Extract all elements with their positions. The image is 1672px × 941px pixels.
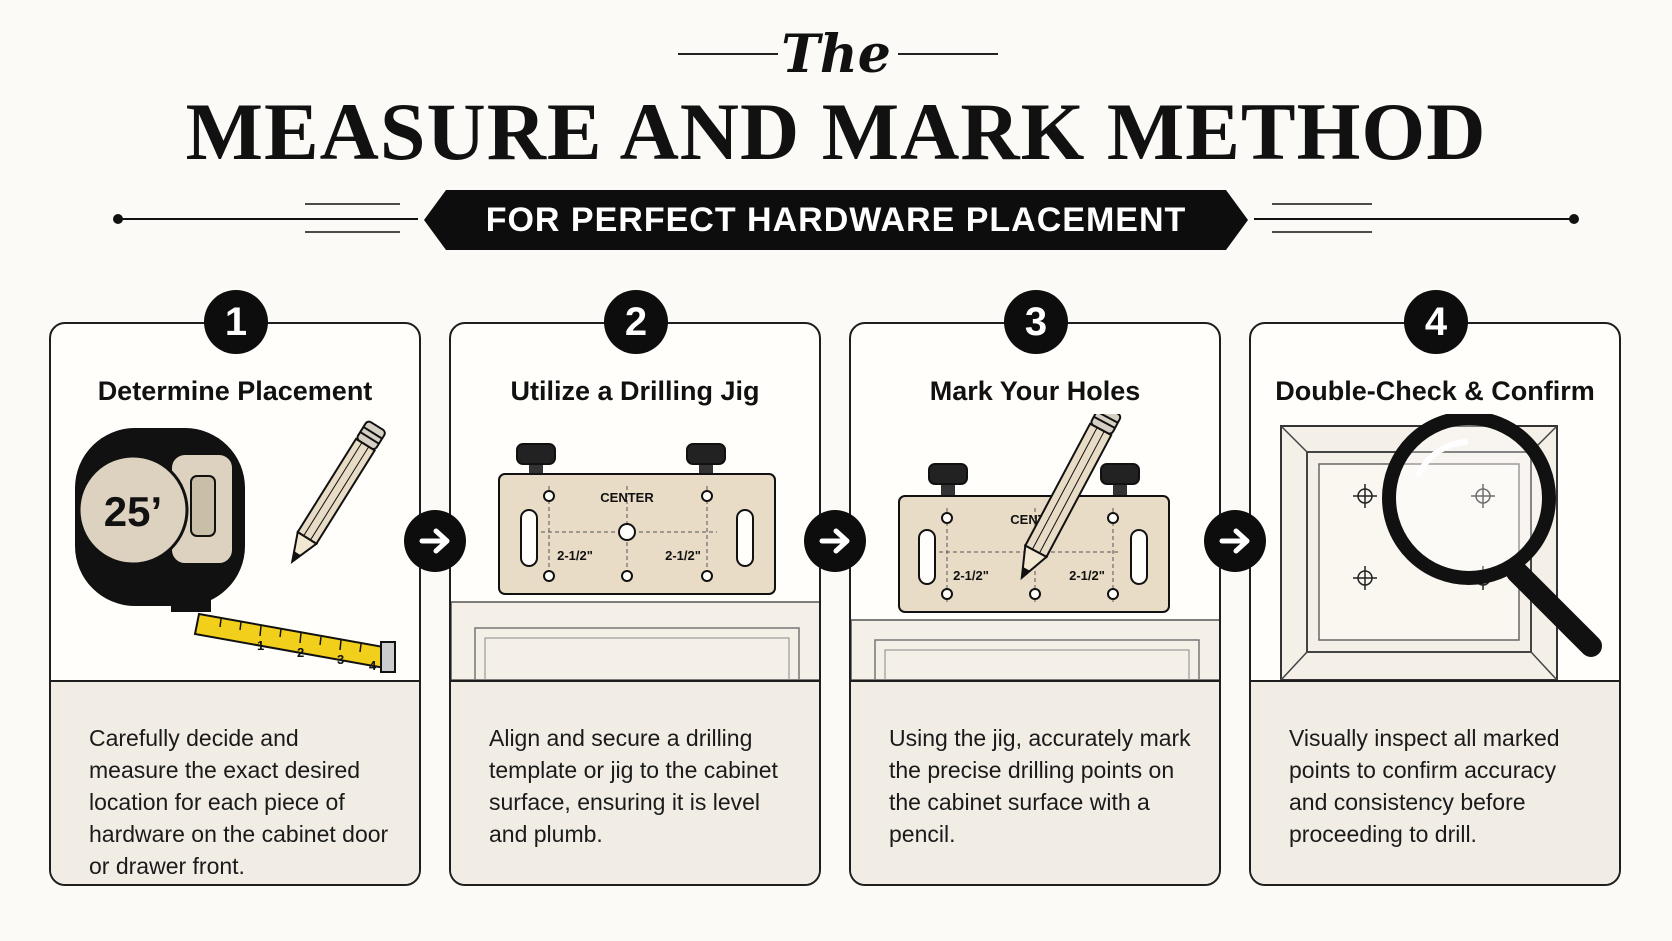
cabinet-panel-edge (474, 627, 800, 680)
jig-right-measure: 2-1/2" (1069, 568, 1105, 583)
header: The MEASURE AND MARK METHOD FOR PERFECT … (0, 0, 1672, 270)
pencil (1020, 414, 1122, 581)
tape-size-label: 25’ (104, 488, 162, 535)
step-card-4: Double-Check & Confirm Visually inspect … (1249, 322, 1621, 886)
tape-measure-pencil-illustration: 1 2 3 4 25’ (75, 420, 396, 673)
jig-holes (543, 490, 713, 582)
step-description: Align and secure a drilling template or … (489, 725, 778, 847)
step-description: Using the jig, accurately mark the preci… (889, 725, 1191, 847)
cabinet-panel-edge (874, 639, 1200, 680)
step-title: Double-Check & Confirm (1275, 376, 1595, 406)
step-card-2: Utilize a Drilling Jig (449, 322, 821, 886)
tape-mouth (171, 596, 211, 612)
header-decorations (113, 53, 1579, 250)
jig-body (498, 473, 776, 595)
next-arrow-1 (404, 510, 466, 572)
jig-slot-left (520, 509, 538, 567)
jig-center-label: CENTER (600, 490, 654, 505)
step-description-panel: Using the jig, accurately mark the preci… (851, 680, 1219, 884)
step-number-badge-4: 4 (1404, 290, 1468, 354)
magnifying-glass (1382, 414, 1602, 657)
jig-slot-left (918, 529, 936, 585)
magnifier-door-illustration (1280, 414, 1602, 680)
jig-right-measure: 2-1/2" (665, 548, 701, 563)
step-card-1: Determine Placement 1 2 3 4 25’ (49, 322, 421, 886)
step-title: Mark Your Holes (929, 376, 1141, 406)
step-number-badge-2: 2 (604, 290, 668, 354)
step-description: Visually inspect all marked points to co… (1289, 725, 1560, 847)
step-description-panel: Carefully decide and measure the exact d… (51, 680, 419, 884)
cabinet-panel-inner (484, 637, 790, 680)
step-number-badge-1: 1 (204, 290, 268, 354)
step-description-panel: Align and secure a drilling template or … (451, 680, 819, 884)
step-title: Determine Placement (97, 376, 373, 406)
subtitle-banner: FOR PERFECT HARDWARE PLACEMENT (485, 201, 1187, 239)
tape-dial (77, 454, 189, 566)
drilling-jig-illustration: CENTER 2-1/2" 2-1/2" (451, 443, 819, 680)
arrow-right-icon (1219, 528, 1250, 554)
ruler-tick-label: 4 (369, 658, 377, 673)
jig-knob-left (516, 443, 556, 478)
tape-blade-ticks (219, 618, 362, 653)
pencil (290, 420, 386, 565)
jig-knob-right (686, 443, 726, 478)
cabinet-panel-inner (884, 649, 1190, 680)
step-number-badge-3: 3 (1004, 290, 1068, 354)
ribbon-banner-shape (424, 190, 1248, 250)
arrow-right-icon (819, 528, 850, 554)
cabinet-surface (451, 601, 819, 680)
jig-slot-right (1130, 529, 1148, 585)
ruler-tick-label: 2 (297, 645, 304, 660)
jig-knob-left (928, 463, 968, 498)
jig-knob-right (1100, 463, 1140, 498)
jig-with-pencil-illustration: CENTER 2-1/2" 2-1/2" (851, 414, 1219, 680)
jig-left-measure: 2-1/2" (557, 548, 593, 563)
ruler-tick-label: 3 (337, 652, 344, 667)
jig-left-measure: 2-1/2" (953, 568, 989, 583)
step-description: Carefully decide and measure the exact d… (89, 725, 389, 879)
ruler-tick-label: 1 (257, 638, 264, 653)
step-title: Utilize a Drilling Jig (510, 376, 760, 406)
tape-hook (380, 641, 396, 673)
next-arrow-3 (1204, 510, 1266, 572)
page-title: MEASURE AND MARK METHOD (185, 86, 1487, 177)
next-arrow-2 (804, 510, 866, 572)
tape-lock-button (190, 475, 216, 537)
arrow-right-icon (419, 528, 450, 554)
pre-title: The (781, 24, 891, 85)
step-description-panel: Visually inspect all marked points to co… (1251, 680, 1619, 884)
jig-slot-right (736, 509, 754, 567)
tape-blade (193, 612, 391, 670)
step-card-3: Mark Your Holes CENTER (849, 322, 1221, 886)
